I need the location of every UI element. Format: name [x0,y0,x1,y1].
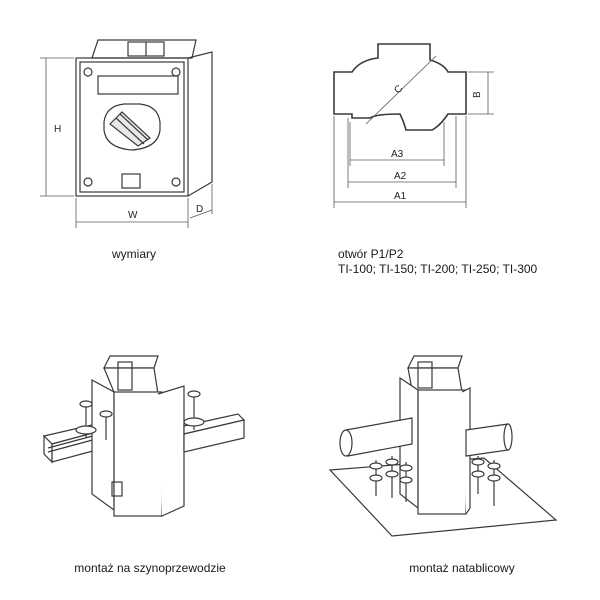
height-label: H [54,124,61,135]
a3-label: A3 [391,149,404,160]
a2-label: A2 [394,171,407,182]
opening-drawing [333,43,494,208]
b-label: B [472,91,483,98]
dimensions-drawing [40,39,213,228]
c-label: C [392,83,405,96]
a1-label: A1 [394,191,407,202]
busbar-mount-drawing [42,355,246,517]
panel-mount-caption: montaż natablicowy [409,561,515,575]
opening-caption-line2: TI-100; TI-150; TI-200; TI-250; TI-300 [338,262,538,276]
opening-caption-line1: otwór P1/P2 [338,247,404,261]
panel-mount-drawing [328,355,558,537]
depth-label: D [196,204,203,215]
opening-caption: otwór P1/P2 TI-100; TI-150; TI-200; TI-2… [338,247,537,277]
busbar-mount-caption: montaż na szynoprzewodzie [74,561,226,575]
dimensions-caption: wymiary [112,247,156,261]
width-label: W [128,210,138,221]
